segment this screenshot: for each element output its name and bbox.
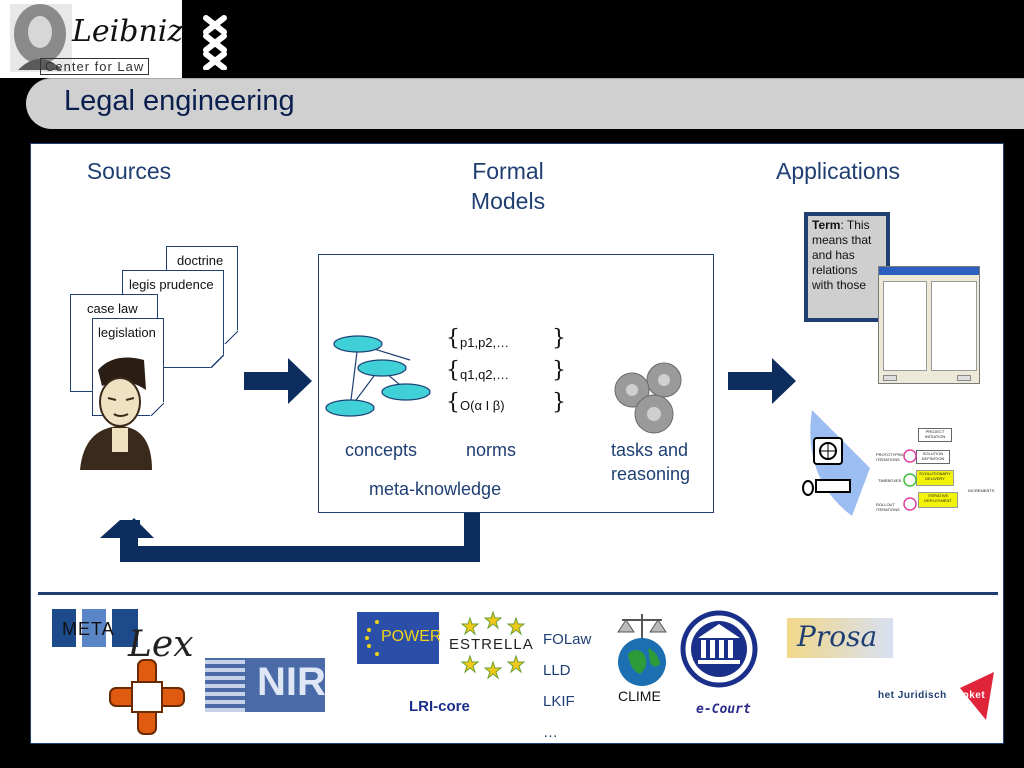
feedback-arrow-icon [100, 512, 480, 562]
process-chart: PROJECT INITIATION SOLUTION DEFINITION E… [876, 426, 996, 520]
window-list-right [931, 281, 977, 371]
formal-line2: Models [470, 188, 546, 214]
ontology-item-more: … [543, 724, 558, 741]
process-iterative-deployment: ITERATIVE DEPLOYMENT [918, 492, 958, 508]
term-definition-card: Term: This means that and has relations … [804, 212, 890, 322]
label-norms: norms [466, 440, 517, 460]
estrella-text: ESTRELLA [449, 636, 534, 653]
term-card-inner: Term: This means that and has relations … [808, 216, 886, 318]
clime-label: CLIME [618, 688, 661, 704]
prosa-text: Prosa [797, 620, 878, 653]
ecourt-label: e-Court [696, 702, 751, 717]
application-window-screenshot [878, 266, 980, 384]
process-evolutionary-delivery: EVOLUTIONARY DELIVERY [916, 470, 954, 486]
column-formal-models-heading: Formal Models [448, 158, 568, 215]
metalex-logo: META [52, 609, 140, 647]
gears-icon [614, 362, 682, 434]
leibniz-portrait-icon [10, 4, 72, 72]
leibniz-logo: Leibniz Center for Law [0, 0, 184, 78]
arrow-right-icon [244, 358, 312, 404]
norm-line-3: O(α I β) [460, 398, 505, 413]
process-timeboxes: TIMEBOXES [878, 478, 902, 483]
eu-stars-icon [365, 620, 379, 656]
ontology-item-folaw: FOLaw [543, 631, 592, 648]
title-bar: Legal engineering [26, 78, 1024, 129]
label-tasks-line2: reasoning [611, 464, 691, 484]
window-titlebar [879, 267, 979, 275]
estrella-stars-icon [460, 610, 526, 680]
column-applications-heading: Applications [775, 158, 901, 184]
doc-doctrine-label: doctrine [177, 253, 224, 268]
juridisch-triangle-icon [960, 672, 994, 720]
brace-close-icon: } [552, 326, 566, 351]
brace-close-icon: } [552, 358, 566, 383]
clime-globe-scales-icon [617, 614, 667, 686]
section-separator [38, 592, 998, 595]
prosa-logo: Prosa [787, 618, 893, 658]
norm-line-1: p1,p2,… [460, 335, 510, 350]
nir-logo: NIR [205, 658, 325, 712]
process-prototyping: PROTOTYPING ITERATIONS [876, 452, 906, 462]
power-text: POWER [381, 628, 442, 645]
concept-graph-icon [325, 335, 431, 417]
logo-script-text: Leibniz [72, 14, 184, 49]
window-list-left [883, 281, 927, 371]
brace-open-icon: { [446, 390, 460, 415]
cross-emblem-icon [109, 659, 185, 735]
window-button [957, 375, 971, 381]
process-rollout: ROLLOUT ITERATIONS [876, 502, 900, 512]
doc-legis-prudence-label: legis prudence [129, 277, 214, 292]
judge-illustration-icon [80, 357, 152, 470]
label-concepts: concepts [345, 440, 418, 460]
brace-open-icon: { [446, 326, 460, 351]
juridisch-loket-logo: het Juridisch Loket [876, 672, 994, 720]
ontology-list: FOLaw LLD LKIF … [543, 624, 591, 748]
power-logo: POWER [357, 612, 442, 664]
term-text: : This means that and has relations with… [812, 218, 872, 292]
formal-line1: Formal [472, 158, 544, 184]
label-meta-knowledge: meta-knowledge [369, 479, 502, 499]
ecourt-emblem-icon [680, 610, 758, 688]
logo-subtext: Center for Law [40, 58, 150, 75]
doc-case-law-label: case law [87, 301, 138, 316]
brace-close-icon: } [552, 390, 566, 415]
brace-open-icon: { [446, 358, 460, 383]
doc-legislation-label: legislation [98, 325, 156, 340]
ontology-item-lld: LLD [543, 662, 571, 679]
window-button [883, 375, 897, 381]
process-cycle-icons [903, 449, 917, 511]
norm-line-2: q1,q2,… [460, 367, 510, 382]
column-sources-heading: Sources [86, 158, 172, 184]
process-solution-definition: SOLUTION DEFINITION [916, 450, 950, 464]
process-increments: INCREMENTS [968, 488, 995, 493]
term-bold: Term [812, 218, 841, 232]
process-project-initiation: PROJECT INITIATION [918, 428, 952, 442]
metalex-meta-text: META [62, 619, 115, 639]
metalex-lex-text: Lex [128, 624, 194, 665]
nir-text: NIR [257, 660, 325, 704]
computer-funnel-icon [802, 410, 870, 516]
juridisch-text-b: Loket [956, 690, 986, 701]
juridisch-text-a: het Juridisch [878, 690, 947, 701]
page-title: Legal engineering [64, 85, 295, 117]
uva-crosses-icon [203, 15, 227, 70]
ontology-item-lkif: LKIF [543, 693, 575, 710]
arrow-right-icon [728, 358, 796, 404]
lri-core-label: LRI-core [409, 698, 470, 715]
label-tasks-line1: tasks and [611, 440, 689, 460]
